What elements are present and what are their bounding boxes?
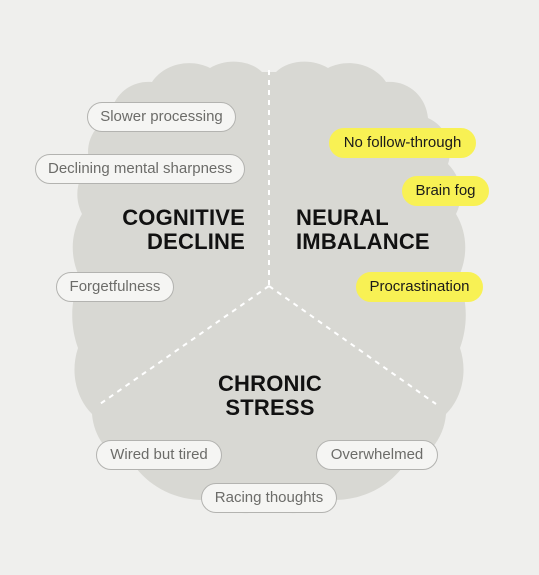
- symptom-overwhelmed: Overwhelmed: [316, 440, 438, 470]
- neural-title-line-1: NEURAL: [296, 205, 389, 230]
- symptom-declining-mental-sharpness: Declining mental sharpness: [35, 154, 245, 184]
- region-cognitive-decline: COGNITIVE DECLINE: [95, 206, 245, 254]
- symptom-forgetfulness: Forgetfulness: [56, 272, 174, 302]
- symptom-wired-but-tired: Wired but tired: [96, 440, 222, 470]
- stress-title-line-1: CHRONIC: [217, 371, 323, 396]
- stress-title-line-2: STRESS: [225, 395, 315, 420]
- symptom-procrastination: Procrastination: [356, 272, 483, 302]
- divider-left: [99, 285, 270, 405]
- cognitive-title-line-2: DECLINE: [147, 229, 245, 254]
- symptom-no-follow-through: No follow-through: [329, 128, 476, 158]
- symptom-brain-fog: Brain fog: [402, 176, 489, 206]
- cognitive-title-line-1: COGNITIVE: [122, 205, 245, 230]
- symptom-slower-processing: Slower processing: [87, 102, 236, 132]
- region-neural-imbalance: NEURAL IMBALANCE: [296, 206, 456, 254]
- divider-right: [268, 285, 437, 405]
- symptom-racing-thoughts: Racing thoughts: [201, 483, 337, 513]
- neural-title-line-2: IMBALANCE: [296, 229, 430, 254]
- region-chronic-stress: CHRONIC STRESS: [185, 372, 355, 420]
